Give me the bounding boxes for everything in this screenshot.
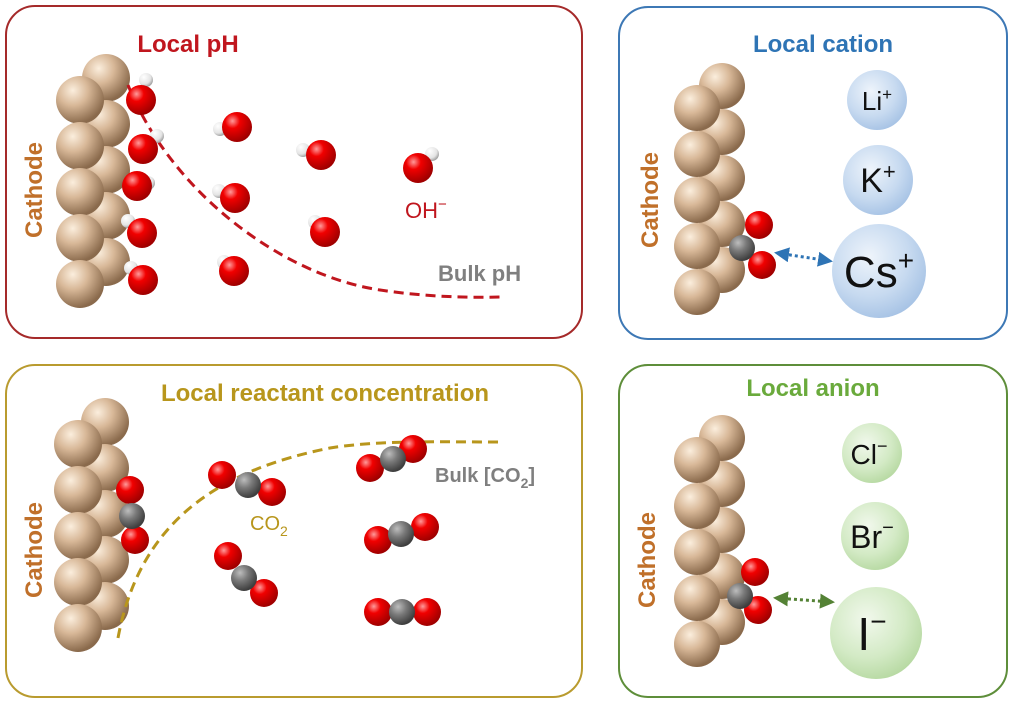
adsorbed-co2-cation-panel [729,211,776,279]
cathode-atom [56,214,104,262]
carbon-atom [119,503,145,529]
chloride-ion: Cl− [842,423,902,483]
anion-interaction-arrow [773,591,835,609]
cathode-atom [56,122,104,170]
oxygen-atom [364,598,392,626]
hydroxide-label: OH− [405,196,447,223]
oxygen-atom [128,265,158,295]
cathode-atom [674,437,720,483]
cathode-atom [56,168,104,216]
cathode-atom [54,558,102,606]
oxygen-atom [208,461,236,489]
oxygen-atom [413,598,441,626]
local-anion-panel [618,364,1008,698]
cathode-surface-anion [674,415,745,667]
cathode-label-anion: Cathode [634,512,661,608]
cathode-atom [674,483,720,529]
cathode-atom [56,76,104,124]
oxygen-atom [122,171,152,201]
oxygen-atom [121,526,149,554]
oxygen-atom [222,112,252,142]
local-reactant-panel [5,364,583,698]
svg-text:I−: I− [857,606,886,660]
cathode-atom [54,512,102,560]
cathode-atom [674,529,720,575]
oxygen-atom [258,478,286,506]
oxygen-atom [127,218,157,248]
svg-text:Cs+: Cs+ [844,245,914,297]
bromide-ion: Br− [841,502,909,570]
cesium-ion: Cs+ [832,224,926,318]
carbon-atom [727,583,753,609]
local-ph-title: Local pH [137,31,238,58]
local-co2-gradient-curve [116,440,501,639]
carbon-atom [231,565,257,591]
svg-text:Li+: Li+ [862,85,892,116]
carbon-atom [729,235,755,261]
oxygen-atom [744,596,772,624]
local-reactant-title: Local reactant concentration [161,380,489,407]
cation-interaction-arrow [774,247,833,267]
cathode-atom [674,575,720,621]
carbon-atom [380,446,406,472]
cathode-surface-cation [674,63,745,315]
adsorbed-co2-anion-panel [727,558,772,624]
oxygen-atom [356,454,384,482]
oxygen-atom [411,513,439,541]
cathode-atom [54,604,102,652]
oxygen-atom [128,134,158,164]
local-anion-title: Local anion [746,375,879,402]
carbon-atom [389,599,415,625]
local-ph-gradient-curve [126,84,501,299]
local-ph-panel [5,5,583,339]
oxygen-atom [116,476,144,504]
cathode-atom [674,269,720,315]
co2-molecules [116,435,441,626]
bulk-ph-label: Bulk pH [438,261,521,286]
svg-text:Br−: Br− [850,517,894,555]
oxygen-atom [741,558,769,586]
oxygen-atom [310,217,340,247]
cathode-atom [674,177,720,223]
potassium-ion: K+ [843,145,913,215]
cathode-label-cation: Cathode [637,152,664,248]
cathode-atom [54,420,102,468]
cathode-surface-reactant [54,398,129,652]
cathode-atom [674,621,720,667]
oxygen-atom [214,542,242,570]
cathode-label-ph: Cathode [21,142,48,238]
oxygen-atom [126,85,156,115]
oxygen-atom [306,140,336,170]
cathode-atom [674,131,720,177]
oxygen-atom [745,211,773,239]
oxygen-atom [403,153,433,183]
svg-text:K+: K+ [860,159,896,200]
cathode-atom [674,85,720,131]
carbon-atom [388,521,414,547]
hydroxide-ions [121,73,439,295]
carbon-atom [235,472,261,498]
bulk-co2-label: Bulk [CO2] [435,465,535,491]
oxygen-atom [219,256,249,286]
cathode-atom [56,260,104,308]
lithium-ion: Li+ [847,70,907,130]
local-cation-panel [618,6,1008,340]
oxygen-atom [364,526,392,554]
oxygen-atom [250,579,278,607]
oxygen-atom [748,251,776,279]
cathode-atom [674,223,720,269]
cathode-label-reactant: Cathode [21,502,48,598]
hydrogen-atom [139,73,153,87]
oxygen-atom [220,183,250,213]
iodide-ion: I− [830,587,922,679]
cathode-surface-ph [56,54,130,308]
oxygen-atom [399,435,427,463]
local-cation-title: Local cation [753,31,893,58]
cathode-atom [54,466,102,514]
svg-text:Cl−: Cl− [851,436,888,470]
co2-label: CO2 [250,513,288,539]
